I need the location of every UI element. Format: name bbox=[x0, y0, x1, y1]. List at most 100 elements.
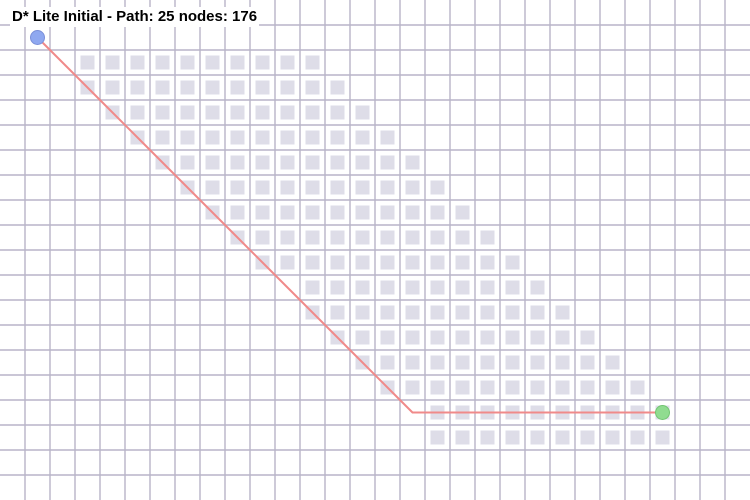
explored-cell bbox=[280, 105, 295, 120]
explored-cell bbox=[655, 430, 670, 445]
explored-cell bbox=[530, 355, 545, 370]
explored-cell bbox=[380, 205, 395, 220]
explored-cell bbox=[430, 180, 445, 195]
explored-cell bbox=[530, 280, 545, 295]
explored-cell bbox=[255, 180, 270, 195]
explored-cell bbox=[255, 55, 270, 70]
explored-cell bbox=[605, 380, 620, 395]
explored-cell bbox=[330, 180, 345, 195]
explored-cell bbox=[280, 130, 295, 145]
explored-cell bbox=[155, 130, 170, 145]
explored-cell bbox=[155, 105, 170, 120]
status-title: D* Lite Initial - Path: 25 nodes: 176 bbox=[10, 7, 260, 27]
explored-cell bbox=[530, 380, 545, 395]
explored-cell bbox=[430, 380, 445, 395]
explored-cell bbox=[305, 280, 320, 295]
explored-cell bbox=[105, 80, 120, 95]
explored-cell bbox=[330, 155, 345, 170]
explored-cell bbox=[230, 105, 245, 120]
explored-cell bbox=[430, 330, 445, 345]
explored-cell bbox=[455, 430, 470, 445]
explored-cell bbox=[630, 430, 645, 445]
explored-cell bbox=[580, 355, 595, 370]
explored-cell bbox=[380, 305, 395, 320]
explored-cell bbox=[430, 305, 445, 320]
explored-cell bbox=[380, 130, 395, 145]
explored-cell bbox=[505, 255, 520, 270]
explored-cell bbox=[230, 80, 245, 95]
explored-cell bbox=[205, 105, 220, 120]
explored-cell bbox=[605, 430, 620, 445]
explored-cell bbox=[480, 330, 495, 345]
explored-cell bbox=[180, 155, 195, 170]
endpoint-nodes bbox=[30, 30, 670, 420]
explored-cell bbox=[380, 355, 395, 370]
explored-cell bbox=[530, 305, 545, 320]
explored-cell bbox=[305, 105, 320, 120]
goal-node bbox=[655, 405, 670, 420]
explored-cell bbox=[255, 205, 270, 220]
explored-cell bbox=[630, 380, 645, 395]
explored-cell bbox=[230, 130, 245, 145]
explored-cell bbox=[255, 230, 270, 245]
explored-cell bbox=[305, 155, 320, 170]
explored-cell bbox=[330, 205, 345, 220]
explored-cell bbox=[430, 280, 445, 295]
explored-cell bbox=[505, 380, 520, 395]
explored-cell bbox=[130, 80, 145, 95]
explored-cell bbox=[430, 430, 445, 445]
explored-cell bbox=[155, 80, 170, 95]
explored-cell bbox=[405, 255, 420, 270]
explored-cell bbox=[280, 80, 295, 95]
explored-cell bbox=[305, 205, 320, 220]
explored-cell bbox=[255, 155, 270, 170]
explored-cell bbox=[405, 205, 420, 220]
explored-cell bbox=[280, 205, 295, 220]
explored-cell bbox=[530, 330, 545, 345]
explored-cell bbox=[330, 130, 345, 145]
explored-cell bbox=[455, 230, 470, 245]
explored-cell bbox=[280, 180, 295, 195]
explored-cell bbox=[380, 330, 395, 345]
explored-cell bbox=[380, 280, 395, 295]
explored-cell bbox=[405, 230, 420, 245]
explored-cell bbox=[580, 430, 595, 445]
explored-cell bbox=[430, 230, 445, 245]
explored-cell bbox=[455, 255, 470, 270]
explored-cell bbox=[330, 80, 345, 95]
path-layer bbox=[36, 36, 664, 414]
explored-cell bbox=[255, 80, 270, 95]
explored-cell bbox=[430, 205, 445, 220]
explored-cell bbox=[455, 205, 470, 220]
explored-cell bbox=[405, 380, 420, 395]
explored-cell bbox=[255, 105, 270, 120]
explored-cell bbox=[505, 430, 520, 445]
explored-cell bbox=[155, 55, 170, 70]
explored-cell bbox=[255, 130, 270, 145]
explored-cell bbox=[480, 305, 495, 320]
explored-cell bbox=[305, 230, 320, 245]
explored-cell bbox=[480, 380, 495, 395]
explored-cell bbox=[355, 205, 370, 220]
explored-cell bbox=[130, 55, 145, 70]
explored-cell bbox=[205, 55, 220, 70]
explored-cell bbox=[505, 280, 520, 295]
explored-cell bbox=[330, 280, 345, 295]
explored-cell bbox=[205, 155, 220, 170]
explored-cell bbox=[455, 355, 470, 370]
explored-cell bbox=[555, 380, 570, 395]
explored-cell bbox=[430, 355, 445, 370]
explored-cell bbox=[480, 230, 495, 245]
explored-cell bbox=[330, 230, 345, 245]
explored-cell bbox=[405, 180, 420, 195]
explored-cell bbox=[230, 155, 245, 170]
explored-cell bbox=[305, 255, 320, 270]
explored-cell bbox=[555, 355, 570, 370]
explored-cell bbox=[355, 130, 370, 145]
explored-cell bbox=[455, 330, 470, 345]
explored-cell bbox=[480, 355, 495, 370]
explored-cell bbox=[280, 230, 295, 245]
